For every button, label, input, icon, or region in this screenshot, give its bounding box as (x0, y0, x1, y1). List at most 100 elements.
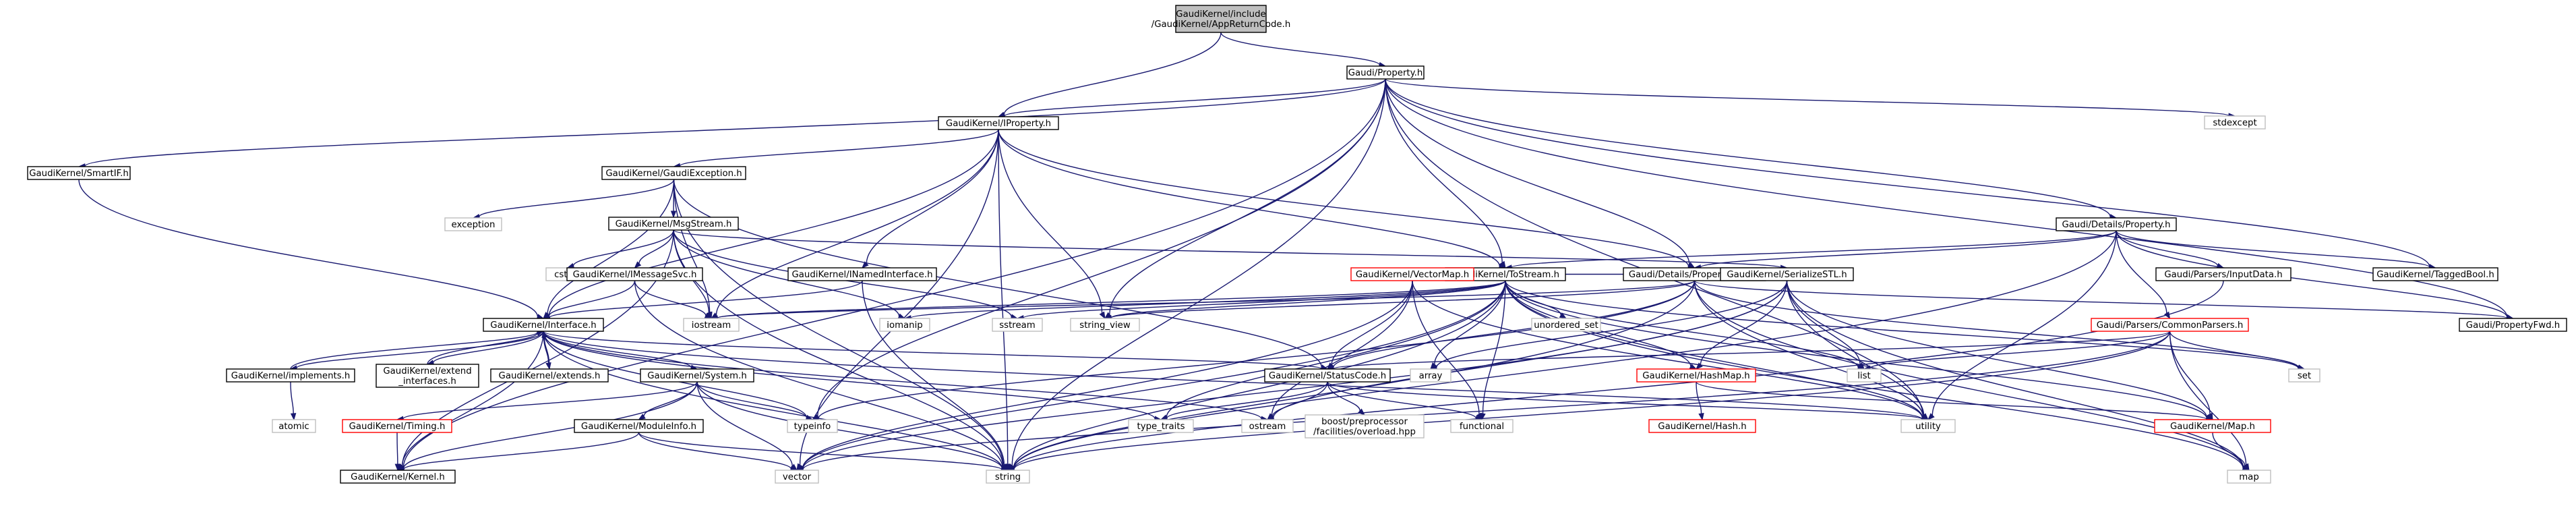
edge-line (1385, 78, 1690, 265)
node-label: /GaudiKernel/AppReturnCode.h (1151, 20, 1291, 30)
node-gaudiexception_h[interactable]: GaudiKernel/GaudiException.h (601, 166, 746, 180)
edge-line (1333, 331, 2171, 370)
node-label: set (2298, 371, 2311, 381)
edge-line (1271, 280, 1413, 416)
node-propertyfwd_h[interactable]: Gaudi/PropertyFwd.h (2459, 318, 2567, 332)
edge-moduleinfo_h-to-kernel_h (396, 432, 640, 472)
node-label: GaudiKernel/VectorMap.h (1356, 270, 1469, 280)
edge-property_h-to-string (1007, 78, 1386, 471)
node-box (787, 419, 838, 433)
node-box (683, 318, 740, 332)
edge-interface_h-to-string (543, 331, 1009, 472)
edge-line (1003, 32, 1222, 115)
edge-line (1331, 280, 1413, 365)
node-stdexcept: stdexcept (2204, 115, 2266, 130)
node-label: GaudiKernel/ModuleInfo.h (581, 422, 696, 432)
node-label: GaudiKernel/extends.h (499, 371, 601, 381)
edge-line (543, 331, 1003, 469)
edge-line (1694, 280, 2508, 319)
edge-line (998, 129, 1009, 465)
node-box (608, 217, 739, 231)
edge-line (1110, 280, 1506, 318)
edge-line (543, 331, 1322, 370)
node-inamedinterface_h[interactable]: GaudiKernel/INamedInterface.h (787, 267, 937, 281)
edge-iproperty_h-to-string_view (998, 129, 1106, 320)
node-interface_h[interactable]: GaudiKernel/Interface.h (483, 318, 604, 332)
node-msgstream_h[interactable]: GaudiKernel/MsgStream.h (608, 217, 739, 231)
node-string_view: string_view (1070, 318, 1140, 332)
edge-hashmap_h-to-map_h (1696, 381, 2214, 422)
edge-line (403, 432, 640, 470)
edge-line (290, 331, 538, 370)
edge-line (1385, 78, 2508, 318)
node-inputdata_h[interactable]: Gaudi/Parsers/InputData.h (2155, 267, 2292, 281)
node-box (640, 368, 754, 383)
node-box (2288, 368, 2320, 383)
node-details_property_h[interactable]: Gaudi/Details/Property.h (2056, 217, 2177, 231)
node-hash_h[interactable]: GaudiKernel/Hash.h (1648, 419, 1756, 433)
edge-line (817, 78, 1386, 417)
edge-property_h-to-stdexcept (1385, 78, 2236, 119)
node-utility: utility (1900, 419, 1956, 433)
node-boost_overload: boost/preprocessor/facilities/overload.h… (1305, 414, 1425, 439)
node-hashmap_h[interactable]: GaudiKernel/HashMap.h (1636, 368, 1756, 383)
edge-line (1505, 280, 2299, 369)
edge-line (1220, 32, 1380, 65)
edge-line (427, 333, 539, 365)
node-statuscode_h[interactable]: GaudiKernel/StatusCode.h (1264, 368, 1391, 383)
node-label: unordered_set (1534, 320, 1598, 331)
edge-details_property_h-to-propertybase_h (1694, 230, 2117, 271)
edge-line (634, 280, 1003, 468)
node-label: GaudiKernel/Interface.h (490, 320, 596, 331)
edge-commonparsers_h-to-set (2169, 331, 2306, 370)
edge-arrowhead (1857, 362, 1865, 370)
node-imessagesvc_h[interactable]: GaudiKernel/IMessageSvc.h (566, 267, 703, 281)
node-typeinfo: typeinfo (787, 419, 838, 433)
edge-line (1385, 78, 2229, 117)
edge-arrowhead (290, 413, 297, 421)
node-taggedbool_h[interactable]: GaudiKernel/TaggedBool.h (2372, 267, 2498, 281)
edge-line (2116, 230, 2430, 268)
node-box (775, 470, 819, 484)
node-system_h[interactable]: GaudiKernel/System.h (640, 368, 754, 383)
node-serializestl_h[interactable]: GaudiKernel/SerializeSTL.h (1720, 267, 1854, 281)
edge-arrowhead (1476, 412, 1482, 421)
edge-line (1023, 280, 1506, 318)
edge-line (78, 179, 539, 317)
node-timing_h[interactable]: GaudiKernel/Timing.h (342, 419, 452, 433)
edge-map_h-to-map (2212, 432, 2250, 471)
edge-line (715, 129, 999, 316)
node-moduleinfo_h[interactable]: GaudiKernel/ModuleInfo.h (574, 419, 704, 433)
edge-line (1327, 381, 1923, 420)
node-commonparsers_h[interactable]: Gaudi/Parsers/CommonParsers.h (2091, 318, 2249, 332)
edge-iproperty_h-to-iostream (710, 129, 999, 319)
node-tostream_h[interactable]: GaudiKernel/ToStream.h (1445, 267, 1566, 281)
node-map: map (2227, 470, 2271, 484)
node-kernel_h[interactable]: GaudiKernel/Kernel.h (340, 470, 456, 484)
node-label: Gaudi/Details/Property.h (2062, 220, 2170, 230)
edge-msgstream_h-to-imessagesvc_h (634, 229, 674, 269)
node-property_h[interactable]: Gaudi/Property.h (1346, 65, 1425, 80)
edge-moduleinfo_h-to-vector (638, 432, 798, 472)
edge-interface_h-to-type_traits (543, 331, 1162, 422)
node-extends_h[interactable]: GaudiKernel/extends.h (490, 368, 609, 383)
edge-line (396, 432, 398, 465)
node-extend_interfaces_h[interactable]: GaudiKernel/extend_interfaces.h (376, 364, 479, 388)
edge-line (1436, 280, 1788, 368)
node-map_h[interactable]: GaudiKernel/Map.h (2154, 419, 2271, 433)
node-label: GaudiKernel/HashMap.h (1642, 371, 1750, 381)
edge-line (1700, 280, 1788, 365)
node-box (1648, 419, 1756, 433)
node-vectormap_h[interactable]: GaudiKernel/VectorMap.h (1350, 267, 1474, 281)
node-iproperty_h[interactable]: GaudiKernel/IProperty.h (938, 116, 1059, 130)
node-label: atomic (278, 422, 309, 432)
edge-line (1869, 331, 2171, 369)
node-box (1350, 267, 1474, 281)
node-implements_h[interactable]: GaudiKernel/implements.h (226, 368, 355, 383)
node-label: GaudiKernel/TaggedBool.h (2376, 270, 2494, 280)
edge-property_h-to-iproperty_h (997, 78, 1386, 119)
edge-line (802, 280, 1506, 469)
node-label: Gaudi/Property.h (1348, 68, 1423, 78)
edge-line (1482, 280, 1506, 414)
node-smartif_h[interactable]: GaudiKernel/SmartIF.h (27, 166, 131, 180)
